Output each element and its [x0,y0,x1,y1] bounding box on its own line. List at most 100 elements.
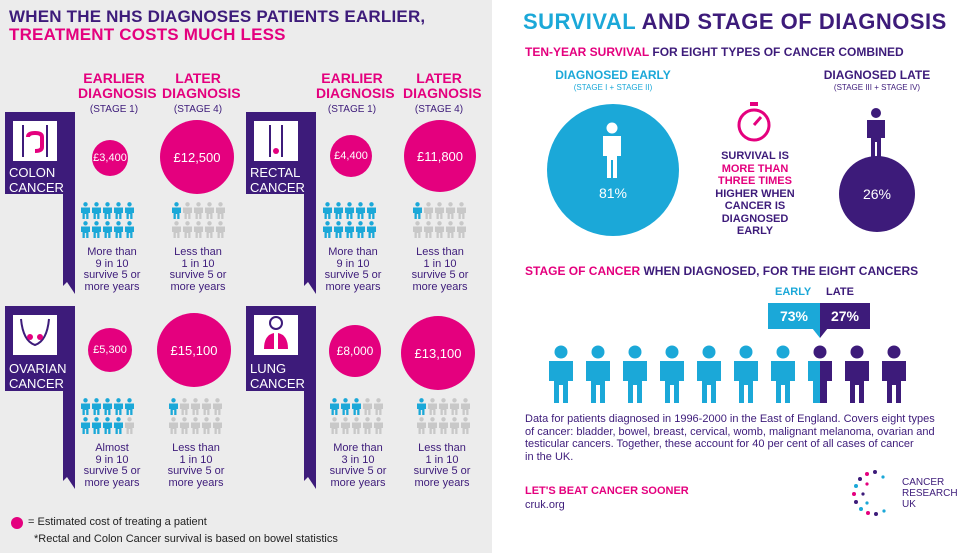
cruk-link[interactable]: cruk.org [525,499,565,511]
diagnosis-word: DIAGNOSIS [403,85,482,101]
person-icon [169,417,178,434]
logo-text: CANCER RESEARCH UK [902,477,958,510]
data-note: Data for patients diagnosed in 1996-2000… [525,413,945,463]
later-word: LATER [416,70,462,86]
person-icon [439,398,448,415]
person-icon [183,202,192,219]
survival-line: more years [170,280,226,293]
person-icon [205,221,214,238]
person-icon [435,221,444,238]
person-icon [435,202,444,219]
cancer-name-line2: CANCER [9,376,64,391]
stage-1-label: (STAGE 1) [89,104,139,115]
earlier-word: EARLIER [321,70,383,86]
lung-late-cost: £13,100 [401,316,475,390]
person-icon [446,202,455,219]
footnote: *Rectal and Colon Cancer survival is bas… [34,533,338,545]
person-icon [330,417,339,434]
comparison-line: SURVIVAL IS [721,150,789,162]
person-icon [457,221,466,238]
survival-line: more years [84,280,140,293]
cost-legend-dot [11,517,23,529]
person-icon [180,398,189,415]
survival-line: Less than [174,246,222,258]
headline-line2: TREATMENT COSTS MUCH LESS [9,25,286,44]
cost-panel: WHEN THE NHS DIAGNOSES PATIENTS EARLIER,… [0,0,492,553]
rectal-late-people [412,202,467,238]
stage-people-row [547,345,917,403]
survival-line: survive 5 or [411,269,469,281]
person-icon [213,417,222,434]
ovarian-late-survival: Less than 1 in 10 survive 5 or more year… [161,442,231,489]
stage-title: STAGE OF CANCER WHEN DIAGNOSED, FOR THE … [525,264,918,278]
person-icon [352,398,361,415]
title-part2: AND STAGE OF DIAGNOSIS [641,9,947,34]
person-icon [125,398,134,415]
person-icon [450,417,459,434]
person-icon [417,398,426,415]
person-icon [424,202,433,219]
late-sub: (STAGE III + STAGE IV) [833,83,921,92]
rectal-early-people [322,202,377,238]
diagnosed-late-caption: DIAGNOSED LATE (STAGE III + STAGE IV) [812,68,942,92]
person-icon [216,221,225,238]
survival-line: 9 in 10 [336,257,370,270]
survival-line: survive 5 or [413,465,471,477]
person-icon [374,398,383,415]
survival-line: survive 5 or [324,269,382,281]
person-icon [417,417,426,434]
person-icon [356,202,365,219]
person-icon [114,221,123,238]
earlier-diagnosis-header: EARLIER DIAGNOSIS (STAGE 1) [316,70,395,117]
person-icon [92,398,101,415]
person-icon [81,398,90,415]
stage-1-label: (STAGE 1) [327,104,377,115]
later-diagnosis-header: LATER DIAGNOSIS (STAGE 4) [162,71,241,117]
survival-line: 1 in 10 [179,453,213,466]
person-icon [367,202,376,219]
person-icon [114,202,123,219]
late-survival-value: 26% [839,156,915,232]
lung-late-survival: Less than 1 in 10 survive 5 or more year… [407,442,477,489]
person-icon [334,202,343,219]
survival-title: SURVIVAL AND STAGE OF DIAGNOSIS [523,9,947,35]
rectal-early-cost: £4,400 [330,135,372,177]
stage-title-part2: WHEN DIAGNOSED, FOR THE EIGHT CANCERS [643,264,919,278]
cancer-name-line1: COLON [9,165,56,180]
survival-comparison-text: SURVIVAL IS MORE THAN THREE TIMES HIGHER… [712,150,798,238]
logo-line: RESEARCH [902,488,958,499]
cost-legend-text: = Estimated cost of treating a patient [28,516,207,528]
stage-4-label: (STAGE 4) [414,104,464,115]
person-icon [125,202,134,219]
person-icon [180,417,189,434]
lung-organ-icon [254,315,298,355]
colon-cancer-label: COLON CANCER [9,165,64,195]
person-icon [81,417,90,434]
comparison-line: HIGHER WHEN [715,187,795,200]
survival-line: Less than [172,442,220,454]
early-tag: EARLY [775,286,812,298]
survival-line: survive 5 or [167,465,225,477]
comparison-line: MORE THAN [721,162,789,175]
survival-line: more years [168,476,224,489]
cta-text: LET'S BEAT CANCER SOONER [525,485,689,497]
person-icon [216,202,225,219]
survival-line: more years [325,280,381,293]
person-icon [363,417,372,434]
survival-line: survive 5 or [329,465,387,477]
person-icon [125,221,134,238]
note-line: of cancer: bladder, bowel, breast, cervi… [525,425,935,438]
early-percentage: 73% [768,303,820,329]
person-icon [81,202,90,219]
lung-early-cost: £8,000 [329,325,381,377]
person-icon [92,417,101,434]
person-icon [330,398,339,415]
stage-title-part1: STAGE OF CANCER [525,264,641,278]
survival-line: More than [328,246,378,258]
ovarian-late-people [168,398,223,434]
survival-line: 9 in 10 [95,453,129,466]
person-icon [103,417,112,434]
comparison-line: EARLY [736,225,774,237]
survival-line: more years [330,476,386,489]
survival-line: more years [84,476,140,489]
